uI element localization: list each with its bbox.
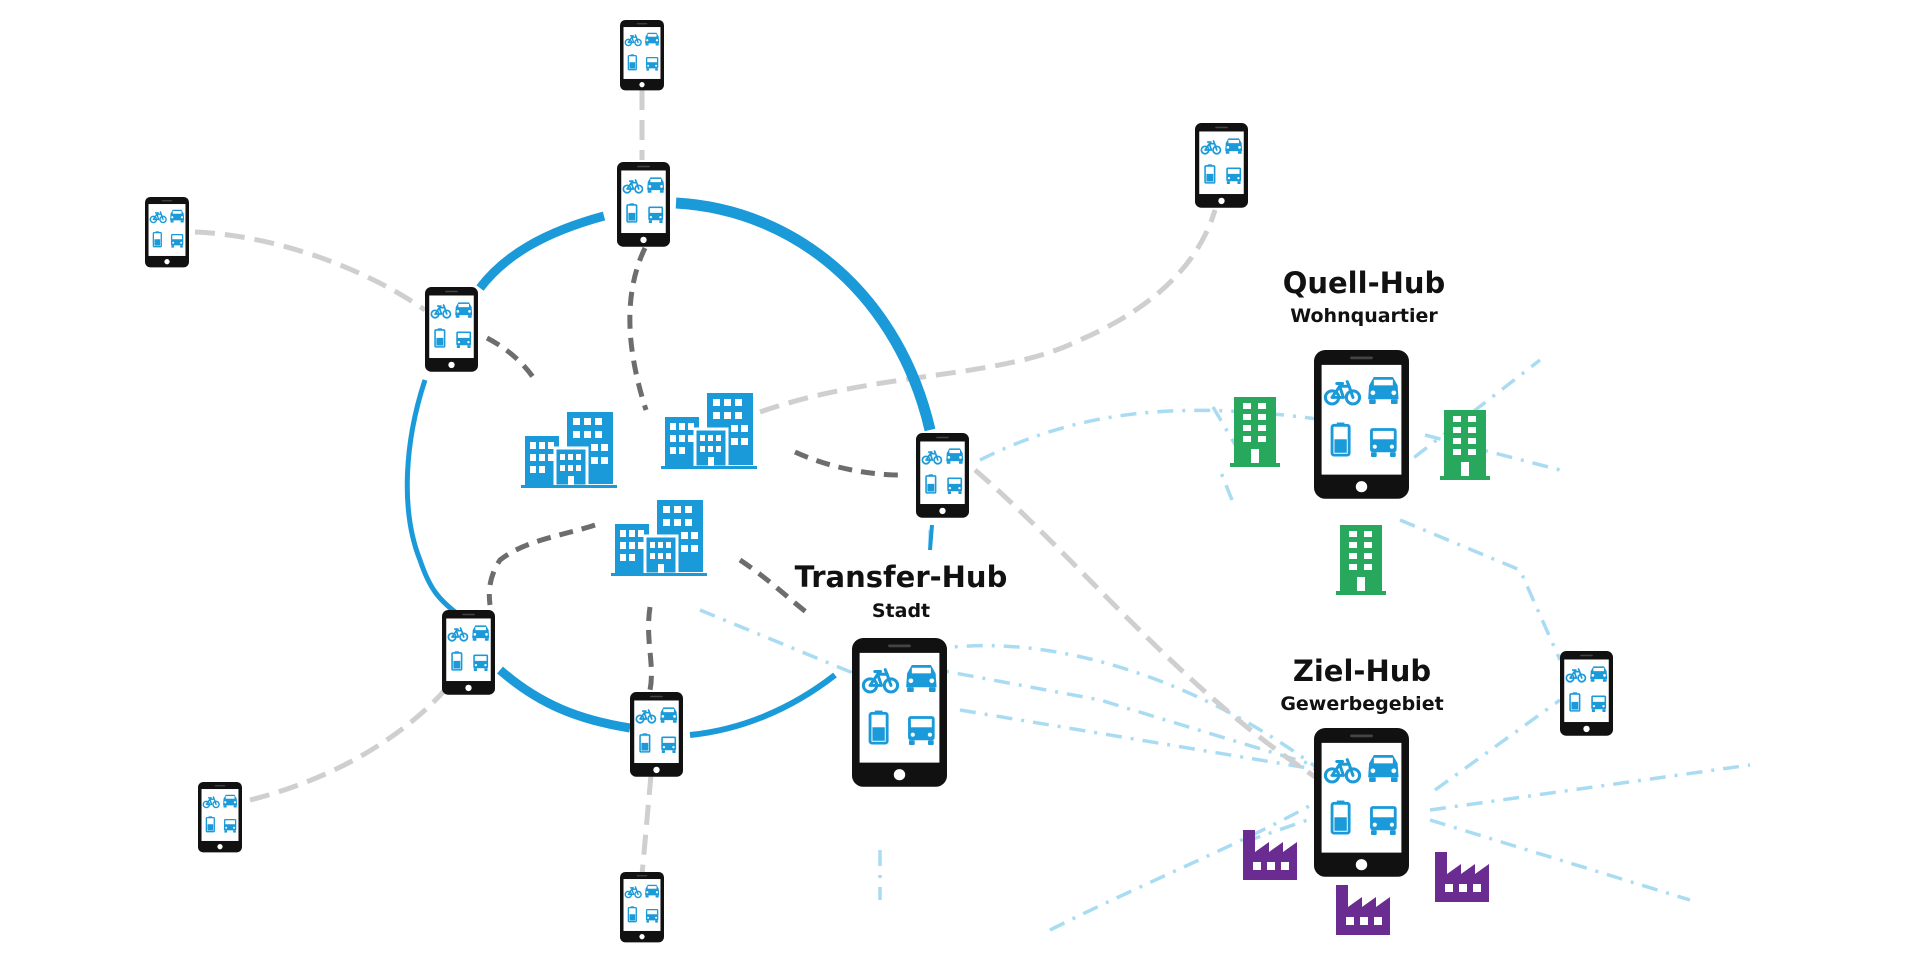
quell-hub-subtitle: Wohnquartier <box>1290 305 1438 327</box>
phone-icon <box>619 871 665 944</box>
phone-icon <box>1559 650 1614 737</box>
phone-icon <box>1312 726 1411 879</box>
mobility-app-phones <box>144 19 1614 944</box>
phone-icon <box>915 432 970 519</box>
phone-icon <box>424 286 479 373</box>
hub-labels: Transfer-Hub Stadt Quell-Hub Wohnquartie… <box>795 266 1446 715</box>
phone-icon <box>629 691 684 778</box>
quell-hub-title: Quell-Hub <box>1283 266 1446 300</box>
building-icon <box>1440 410 1490 480</box>
building-icon <box>519 410 619 490</box>
hub-connection-rays <box>699 358 1751 932</box>
phone-icon <box>850 636 949 789</box>
factory-icon <box>1243 830 1297 880</box>
transfer-hub-title: Transfer-Hub <box>795 560 1008 594</box>
phone-icon <box>1194 122 1249 209</box>
phone-icon <box>616 161 671 248</box>
building-icon <box>1336 525 1386 595</box>
phone-icon <box>1312 348 1411 501</box>
building-icon <box>659 391 759 471</box>
city-building-connections <box>485 246 901 691</box>
factory-icon <box>1435 852 1489 902</box>
transfer-hub-ring <box>404 197 936 738</box>
building-icon <box>1230 397 1280 467</box>
phone-icon <box>197 781 243 854</box>
phone-icon <box>144 196 190 269</box>
phone-icon <box>619 19 665 92</box>
building-icon <box>609 498 709 578</box>
phone-connection-lines <box>194 90 1322 876</box>
transfer-hub-subtitle: Stadt <box>872 600 930 622</box>
phone-icon <box>441 609 496 696</box>
ziel-hub-subtitle: Gewerbegebiet <box>1280 693 1443 715</box>
city-buildings <box>519 391 759 578</box>
factory-icon <box>1336 885 1390 935</box>
ziel-hub-title: Ziel-Hub <box>1293 654 1431 688</box>
